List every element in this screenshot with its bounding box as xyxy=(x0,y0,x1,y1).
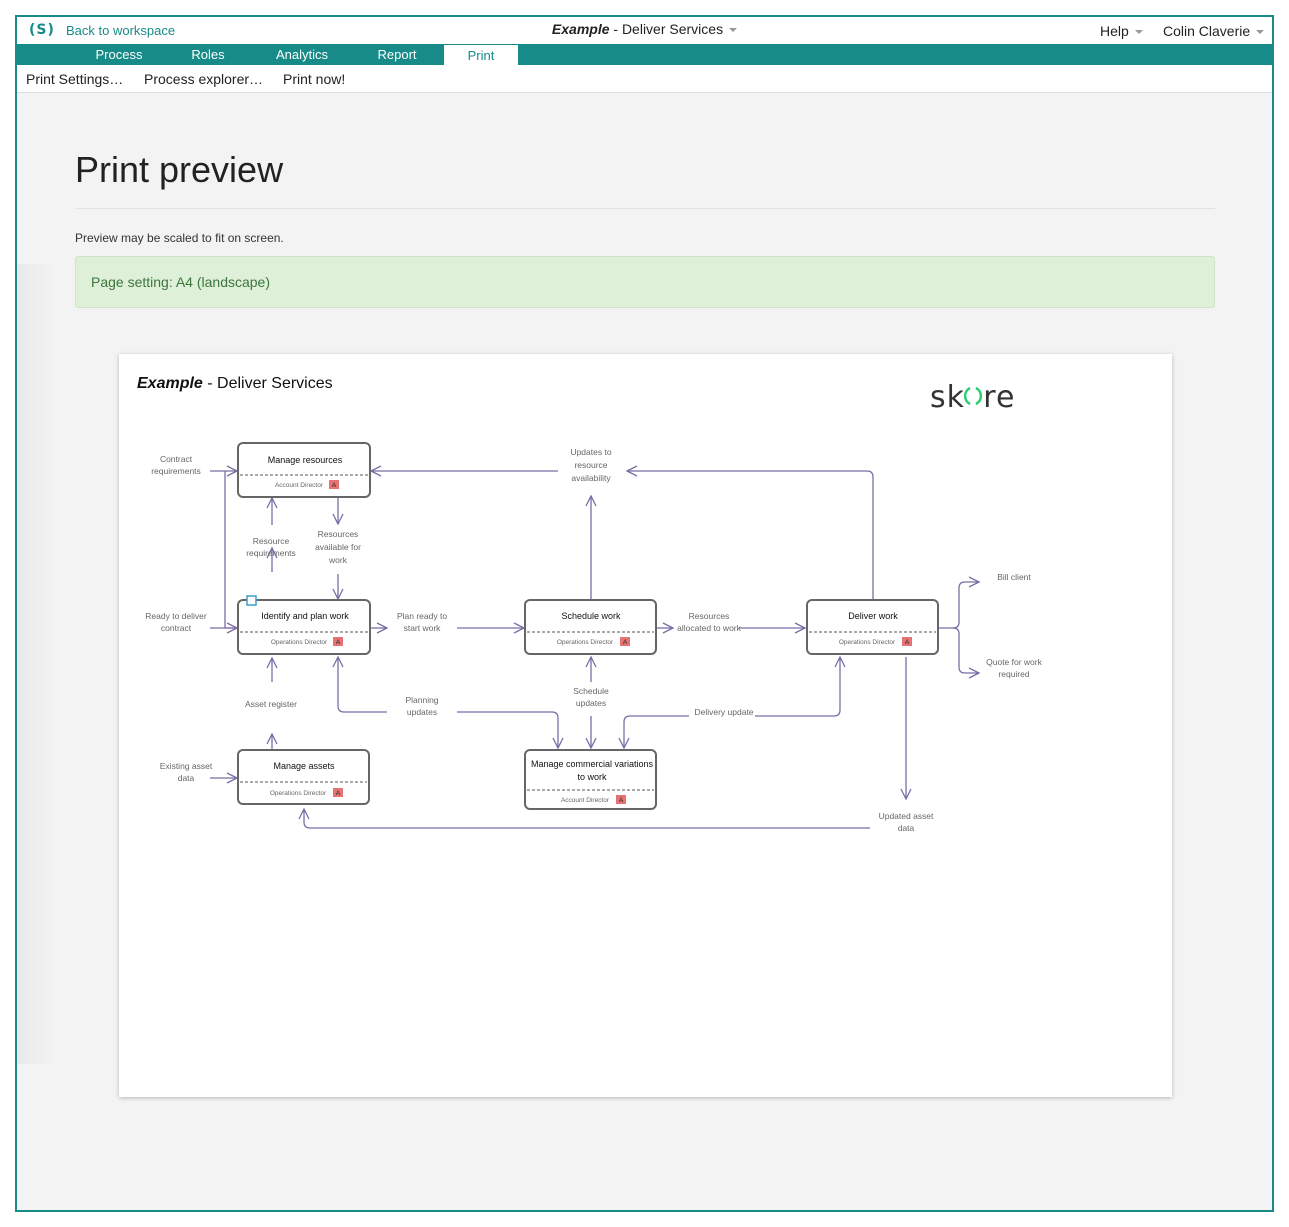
page-setting-alert: Page setting: A4 (landscape) xyxy=(75,256,1215,308)
box-title: Manage commercial variations xyxy=(531,759,654,769)
label-resources-available: Resources xyxy=(318,529,359,539)
print-now-button[interactable]: Print now! xyxy=(283,71,346,87)
label-planning-updates: Planning xyxy=(405,695,438,705)
page-title: Print preview xyxy=(75,149,284,190)
chevron-down-icon xyxy=(729,28,738,33)
chevron-down-icon xyxy=(1134,30,1143,35)
box-role: Operations Director xyxy=(839,639,896,646)
label-quote-required: Quote for work xyxy=(986,657,1042,667)
box-identify-plan-work[interactable]: Identify and plan work Operations Direct… xyxy=(237,595,371,655)
process-explorer-button[interactable]: Process explorer… xyxy=(144,71,264,87)
print-toolbar: Print Settings… Process explorer… Print … xyxy=(17,65,1272,93)
tab-analytics[interactable]: Analytics xyxy=(275,47,329,62)
label-resource-requirements: Resource xyxy=(253,536,290,546)
print-settings-button[interactable]: Print Settings… xyxy=(26,71,124,87)
app-window: (S) Back to workspace Example - Deliver … xyxy=(15,15,1274,1212)
label-plan-ready: start work xyxy=(404,623,442,633)
label-plan-ready: Plan ready to xyxy=(397,611,447,621)
label-bill-client: Bill client xyxy=(997,572,1031,582)
label-updates-resource: resource xyxy=(574,460,607,470)
box-manage-commercial-variations[interactable]: Manage commercial variations to work Acc… xyxy=(524,749,657,810)
label-updates-resource: Updates to xyxy=(570,447,611,457)
label-resources-available: work xyxy=(328,555,348,565)
top-bar: (S) Back to workspace Example - Deliver … xyxy=(17,17,1272,44)
back-to-workspace-link[interactable]: Back to workspace xyxy=(66,23,176,38)
label-schedule-updates: Schedule xyxy=(573,686,609,696)
print-preview-sheet: Example - Deliver Services skore xyxy=(119,354,1172,1097)
preview-title: Example - Deliver Services xyxy=(137,375,333,392)
user-name: Colin Claverie xyxy=(1163,23,1251,39)
preview-title-rest: - Deliver Services xyxy=(203,375,333,392)
chevron-down-icon xyxy=(1256,30,1265,35)
label-quote-required: required xyxy=(998,669,1029,679)
label-resource-requirements: requirements xyxy=(246,548,296,558)
process-diagram: Example - Deliver Services skore xyxy=(137,375,1043,833)
label-delivery-update: Delivery update xyxy=(694,707,753,717)
label-resources-allocated: allocated to work xyxy=(677,623,742,633)
tab-roles[interactable]: Roles xyxy=(191,47,225,62)
role-badge: A xyxy=(336,790,341,797)
app-logo[interactable]: (S) xyxy=(29,22,55,38)
label-updated-asset: data xyxy=(898,823,915,833)
tab-report[interactable]: Report xyxy=(377,47,417,62)
box-schedule-work[interactable]: Schedule work Operations Director A xyxy=(524,599,657,655)
role-badge: A xyxy=(619,797,624,804)
box-deliver-work[interactable]: Deliver work Operations Director A xyxy=(806,599,939,655)
label-schedule-updates: updates xyxy=(576,698,606,708)
label-planning-updates: updates xyxy=(407,707,437,717)
role-badge: A xyxy=(905,639,910,646)
label-updated-asset: Updated asset xyxy=(879,811,934,821)
box-role: Operations Director xyxy=(270,790,327,797)
role-badge: A xyxy=(332,482,337,489)
box-title: Schedule work xyxy=(561,611,621,621)
label-contract-requirements: requirements xyxy=(151,466,201,476)
divider xyxy=(75,208,1215,209)
box-title: Manage assets xyxy=(273,761,335,771)
box-manage-resources[interactable]: Manage resources Account Director A xyxy=(237,442,371,498)
box-title: Manage resources xyxy=(268,455,343,465)
box-title: to work xyxy=(577,772,607,782)
box-role: Operations Director xyxy=(271,639,328,646)
label-updates-resource: availability xyxy=(571,473,611,483)
role-badge: A xyxy=(623,639,628,646)
main-content: Print preview Preview may be scaled to f… xyxy=(17,94,1272,1210)
preview-title-italic: Example xyxy=(137,375,203,392)
edge-shadow xyxy=(17,264,57,1064)
diagram-connectors xyxy=(210,471,979,829)
label-contract-requirements: Contract xyxy=(160,454,193,464)
label-ready-to-deliver: Ready to deliver xyxy=(145,611,207,621)
scale-note: Preview may be scaled to fit on screen. xyxy=(75,231,284,245)
help-menu[interactable]: Help xyxy=(1100,23,1143,39)
document-title[interactable]: Example - Deliver Services xyxy=(17,21,1272,37)
box-title: Identify and plan work xyxy=(261,611,349,621)
box-manage-assets[interactable]: Manage assets Operations Director A xyxy=(237,749,370,805)
label-existing-asset: data xyxy=(178,773,195,783)
tab-print[interactable]: Print xyxy=(444,45,518,65)
box-title: Deliver work xyxy=(848,611,898,621)
document-title-rest: - Deliver Services xyxy=(609,21,724,37)
flow-labels: Contract requirements Ready to deliver c… xyxy=(145,447,1042,833)
box-role: Account Director xyxy=(561,797,610,804)
help-label: Help xyxy=(1100,23,1129,39)
label-resources-available: available for xyxy=(315,542,361,552)
role-badge: A xyxy=(336,639,341,646)
label-ready-to-deliver: contract xyxy=(161,623,192,633)
main-nav: Process Roles Analytics Report Print xyxy=(17,44,1272,65)
page-setting-text: Page setting: A4 (landscape) xyxy=(91,274,271,290)
tab-process[interactable]: Process xyxy=(95,47,143,62)
label-asset-register: Asset register xyxy=(245,699,297,709)
skore-logo: skore xyxy=(930,380,1015,415)
svg-text:skore: skore xyxy=(930,380,1015,415)
label-resources-allocated: Resources xyxy=(689,611,730,621)
document-title-italic: Example xyxy=(551,21,610,37)
box-role: Account Director xyxy=(275,482,324,489)
user-menu[interactable]: Colin Claverie xyxy=(1163,23,1265,39)
box-role: Operations Director xyxy=(557,639,614,646)
label-existing-asset: Existing asset xyxy=(160,761,213,771)
